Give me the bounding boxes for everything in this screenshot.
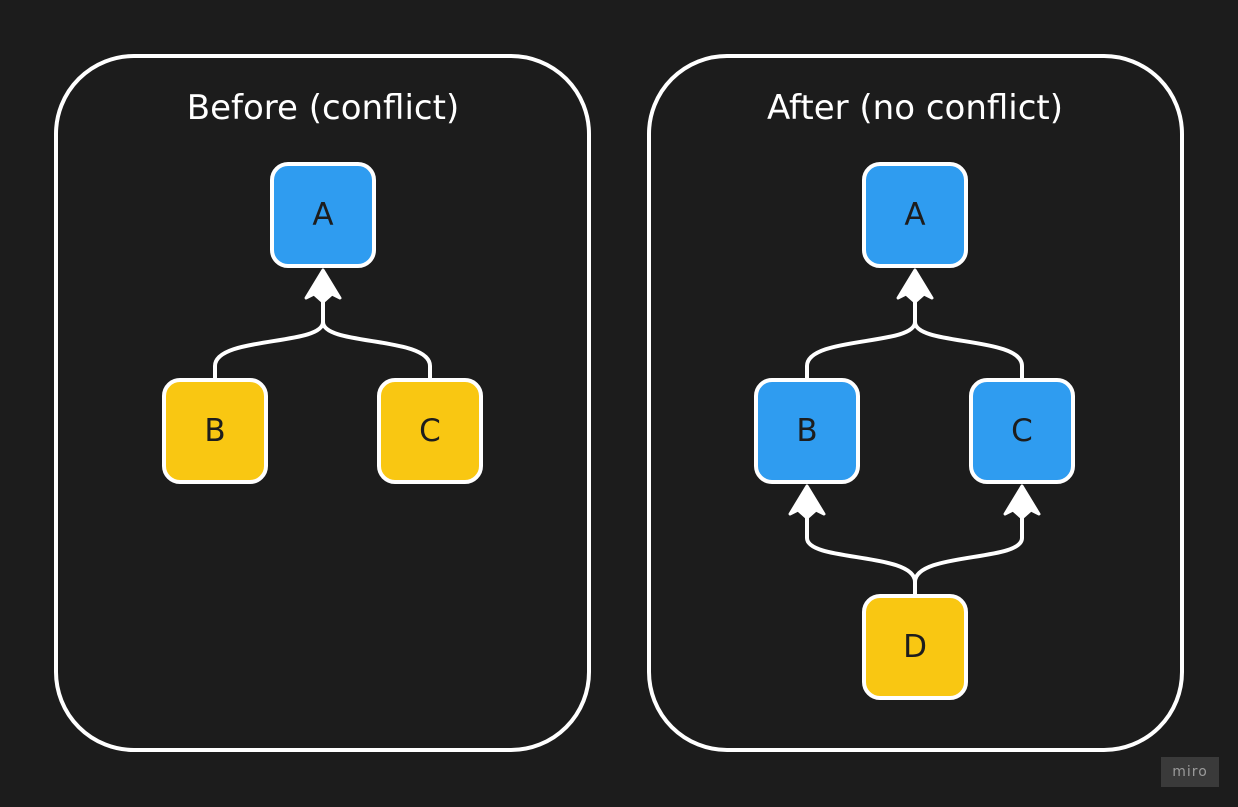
panel-before-title: Before (conflict) (187, 88, 459, 128)
panel-before-nodes: A B C (162, 162, 483, 484)
edge-B-to-A (805, 300, 917, 380)
arrowhead-into-A (896, 268, 934, 304)
edge-B-to-A (213, 300, 325, 380)
edge-D-to-C (913, 516, 1024, 596)
node-C: C (969, 378, 1075, 484)
panel-after-frame (647, 54, 1184, 752)
panel-after: After (no conflict) A B C D (647, 54, 1184, 752)
node-C-box (969, 378, 1075, 484)
node-B-label: B (796, 413, 817, 449)
panel-before-frame (54, 54, 591, 752)
node-C-box (377, 378, 483, 484)
panel-before: Before (conflict) A B C (54, 54, 591, 752)
node-B-box (162, 378, 268, 484)
node-A: A (862, 162, 968, 268)
node-A-label: A (904, 197, 925, 233)
node-D-box (862, 594, 968, 700)
node-C-label: C (1011, 413, 1033, 449)
node-B-box (754, 378, 860, 484)
node-D: D (862, 594, 968, 700)
node-A: A (270, 162, 376, 268)
arrowhead-into-B (788, 484, 826, 520)
node-B-label: B (204, 413, 225, 449)
node-A-box (270, 162, 376, 268)
edge-C-to-A (913, 300, 1024, 380)
node-B: B (754, 378, 860, 484)
edge-D-to-B (805, 516, 917, 596)
arrowhead-into-A (304, 268, 342, 304)
node-C: C (377, 378, 483, 484)
node-A-label: A (312, 197, 333, 233)
edge-C-to-A (321, 300, 432, 380)
panel-before-edges (213, 268, 432, 380)
node-A-box (862, 162, 968, 268)
arrowhead-into-C (1003, 484, 1041, 520)
node-D-label: D (903, 629, 927, 665)
node-C-label: C (419, 413, 441, 449)
panel-after-title: After (no conflict) (767, 88, 1063, 128)
node-B: B (162, 378, 268, 484)
panel-after-nodes: A B C D (754, 162, 1075, 700)
miro-watermark: miro (1161, 757, 1219, 787)
panel-after-edges (788, 268, 1041, 596)
